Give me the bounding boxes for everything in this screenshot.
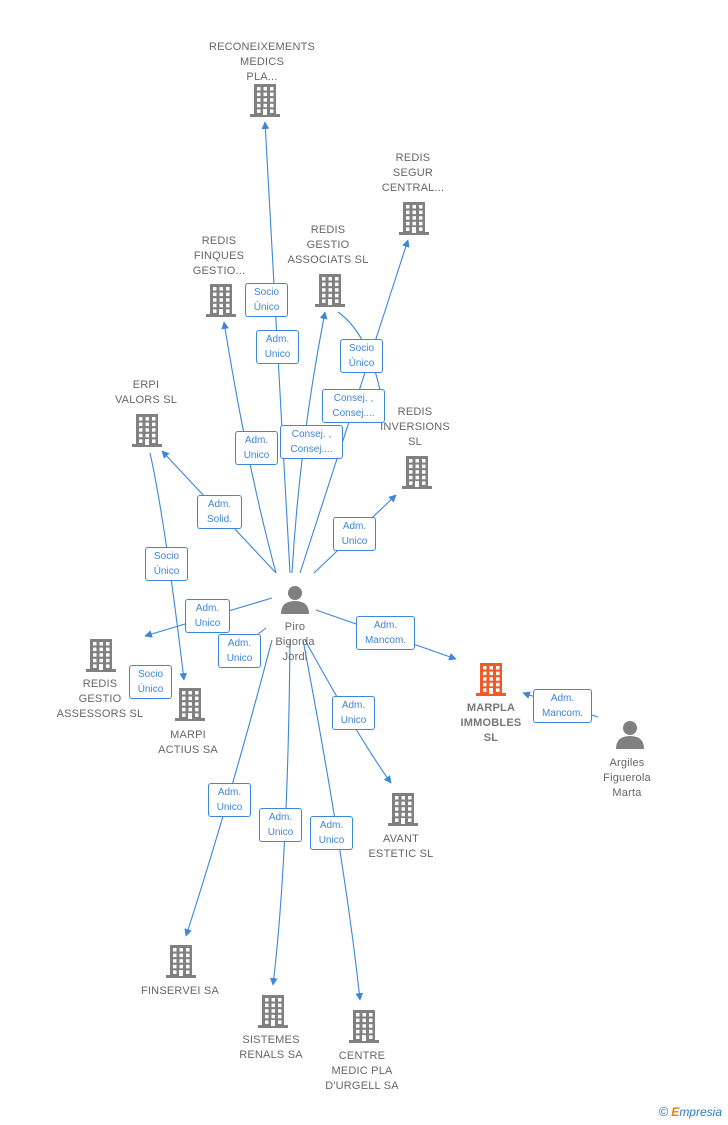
brand-initial: E bbox=[671, 1105, 680, 1119]
edge-label-piro-redis_gestio_assoc[interactable]: Consej. , Consej.... bbox=[280, 425, 343, 459]
building-icon-redis_gestio_assoc[interactable] bbox=[315, 274, 345, 307]
node-label-redis_gestio_assessors[interactable]: REDIS GESTIO ASSESSORS SL bbox=[56, 678, 144, 720]
node-label-redis_finques[interactable]: REDIS FINQUES GESTIO... bbox=[192, 235, 246, 277]
edge-label-erpi-marpi[interactable]: Socio Único bbox=[145, 547, 188, 581]
building-icon-avant[interactable] bbox=[388, 793, 418, 826]
node-label-finservei[interactable]: FINSERVEI SA bbox=[141, 985, 219, 997]
building-icon-redis_inversions[interactable] bbox=[402, 456, 432, 489]
edge-label-piro-sistemes[interactable]: Adm. Unico bbox=[259, 808, 302, 842]
building-icon-marpi[interactable] bbox=[175, 688, 205, 721]
edge-erpi-marpi bbox=[149, 452, 188, 681]
node-label-marpla[interactable]: MARPLA IMMOBLES SL bbox=[460, 702, 522, 744]
node-label-redis_inversions[interactable]: REDIS INVERSIONS SL bbox=[380, 406, 450, 448]
node-label-sistemes[interactable]: SISTEMES RENALS SA bbox=[239, 1034, 303, 1061]
person-icon-argiles[interactable] bbox=[616, 721, 644, 749]
edge-label-redis_finques-reconeixements[interactable]: Socio Único bbox=[245, 283, 288, 317]
node-label-piro[interactable]: Piro Bigorda Jordi bbox=[275, 621, 315, 663]
building-icon-centre_medic[interactable] bbox=[349, 1010, 379, 1043]
edge-label-argiles-marpla[interactable]: Adm. Mancom. bbox=[533, 689, 592, 723]
person-icon-piro[interactable] bbox=[281, 586, 309, 614]
edge-label-piro-redis_inversions[interactable]: Adm. Unico bbox=[333, 517, 376, 551]
edge-label-piro-erpi[interactable]: Adm. Solid. bbox=[197, 495, 242, 529]
building-icon-redis_finques[interactable] bbox=[206, 284, 236, 317]
edge-label-piro-redis_gestio_assessors[interactable]: Adm. Unico bbox=[185, 599, 230, 633]
node-label-avant[interactable]: AVANT ESTETIC SL bbox=[368, 833, 434, 860]
building-icon-redis_segur[interactable] bbox=[399, 202, 429, 235]
edge-label-piro-marpla[interactable]: Adm. Mancom. bbox=[356, 616, 415, 650]
edge-label-piro-centre_medic[interactable]: Adm. Unico bbox=[310, 816, 353, 850]
node-label-redis_segur[interactable]: REDIS SEGUR CENTRAL... bbox=[381, 152, 445, 194]
empresia-brand[interactable]: ©Empresia bbox=[659, 1104, 722, 1119]
copyright-icon: © bbox=[658, 1104, 669, 1119]
node-label-marpi[interactable]: MARPI ACTIUS SA bbox=[158, 729, 218, 756]
edge-label-piro-redis_finques[interactable]: Adm. Unico bbox=[235, 431, 278, 465]
edge-label-redis_gestio_assoc-redis_inversions[interactable]: Socio Único bbox=[340, 339, 383, 373]
building-icon-finservei[interactable] bbox=[166, 945, 196, 978]
node-label-centre_medic[interactable]: CENTRE MEDIC PLA D'URGELL SA bbox=[325, 1050, 399, 1092]
edge-label-piro-finservei[interactable]: Adm. Unico bbox=[208, 783, 251, 817]
node-label-argiles[interactable]: Argiles Figuerola Marta bbox=[603, 757, 651, 799]
node-label-redis_gestio_assoc[interactable]: REDIS GESTIO ASSOCIATS SL bbox=[287, 224, 369, 266]
building-icon-redis_gestio_assessors[interactable] bbox=[86, 639, 116, 672]
edge-label-marpi-marpi_self[interactable]: Socio Único bbox=[129, 665, 172, 699]
building-icon-erpi[interactable] bbox=[132, 414, 162, 447]
brand-name: mpresia bbox=[679, 1105, 722, 1119]
node-label-reconeixements[interactable]: RECONEIXEMENTS MEDICS PLA... bbox=[208, 41, 316, 83]
edge-label-piro-marpi[interactable]: Adm. Unico bbox=[218, 634, 261, 668]
edge-label-piro-reconeixements[interactable]: Adm. Unico bbox=[256, 330, 299, 364]
node-label-erpi[interactable]: ERPI VALORS SL bbox=[114, 379, 178, 406]
building-icon-sistemes[interactable] bbox=[258, 995, 288, 1028]
edge-label-piro-redis_segur[interactable]: Consej. , Consej.... bbox=[322, 389, 385, 423]
edge-label-piro-avant[interactable]: Adm. Unico bbox=[332, 696, 375, 730]
building-icon-reconeixements[interactable] bbox=[250, 84, 280, 117]
building-icon-marpla[interactable] bbox=[476, 663, 506, 696]
